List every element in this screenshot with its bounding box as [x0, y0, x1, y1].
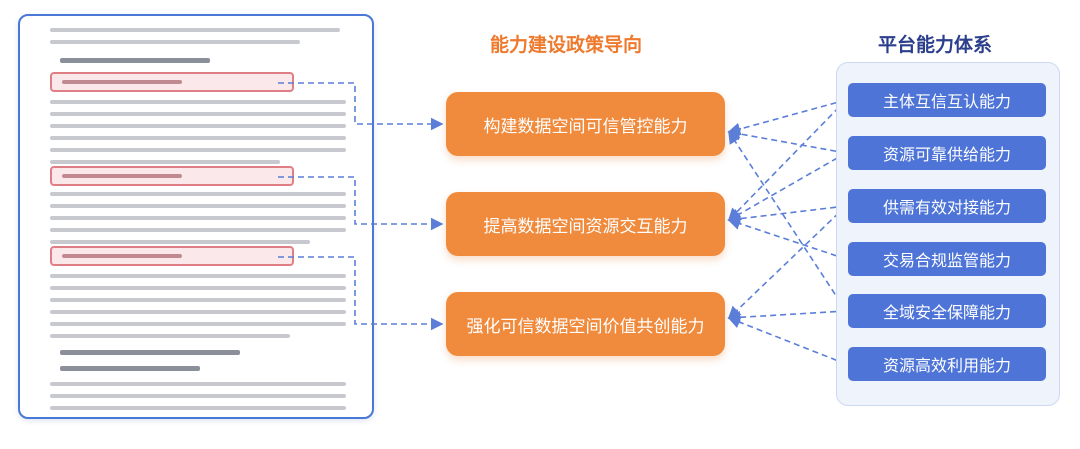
connector-cap3-p3: [727, 205, 847, 320]
connector-cap1-p1: [727, 99, 847, 136]
capability-supply-demand-matching: 供需有效对接能力: [848, 189, 1046, 223]
document-highlight-2: [50, 166, 294, 186]
connector-cap5-p3: [727, 310, 847, 324]
connector-cap5-p1: [728, 130, 847, 312]
capability-transaction-compliance: 交易合规监管能力: [848, 242, 1046, 276]
policy-document-thumbnail: [18, 14, 374, 419]
connector-cap6-p3: [727, 316, 847, 365]
policy-box-resource-interaction: 提高数据空间资源交互能力: [446, 192, 725, 256]
capability-efficient-utilization: 资源高效利用能力: [848, 347, 1046, 381]
connector-cap3-p2: [727, 205, 847, 226]
policy-box-trusted-control: 构建数据空间可信管控能力: [446, 92, 725, 156]
connector-doc-to-policy-3: [278, 256, 444, 331]
document-highlight-3: [50, 246, 294, 266]
connector-doc-to-policy-1: [278, 82, 444, 131]
capability-mutual-trust: 主体互信互认能力: [848, 83, 1046, 117]
capability-security-assurance: 全域安全保障能力: [848, 294, 1046, 328]
capability-reliable-supply: 资源可靠供给能力: [848, 136, 1046, 170]
connector-cap2-p2: [727, 152, 847, 221]
system-column-title: 平台能力体系: [878, 34, 993, 56]
connector-cap1-p2: [727, 99, 847, 222]
policy-box-value-cocreation: 强化可信数据空间价值共创能力: [446, 292, 725, 356]
connector-cap4-p2: [727, 217, 847, 260]
connector-doc-to-policy-2: [278, 176, 444, 231]
policy-column-title: 能力建设政策导向: [490, 34, 643, 56]
connector-cap2-p1: [727, 127, 847, 154]
document-highlight-1: [50, 72, 294, 92]
